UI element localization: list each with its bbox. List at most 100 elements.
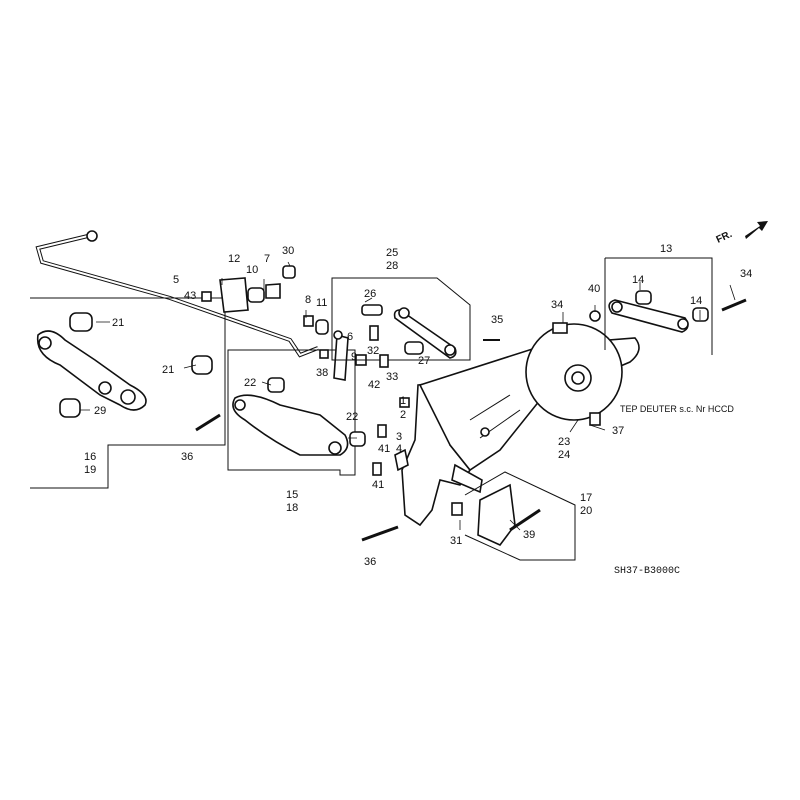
callout-14-left: 14 — [632, 274, 644, 286]
upper-arm — [36, 330, 147, 411]
callout-15: 15 — [286, 489, 298, 501]
callout-27: 27 — [418, 355, 430, 367]
callout-16: 16 — [84, 451, 96, 463]
callout-37: 37 — [612, 425, 624, 437]
callout-33: 33 — [386, 371, 398, 383]
callout-32: 32 — [367, 345, 379, 357]
callout-28: 28 — [386, 260, 398, 272]
callout-31: 31 — [450, 535, 462, 547]
direction-arrow-icon — [745, 221, 768, 239]
bolt-36-left — [195, 413, 221, 432]
callout-22-lower: 22 — [346, 411, 358, 423]
plate-4 — [394, 448, 409, 472]
callout-1: 1 — [400, 395, 406, 407]
bushing-14-left — [635, 290, 652, 305]
nut-30 — [282, 265, 296, 279]
callout-8: 8 — [305, 294, 311, 306]
diagram-code: SH37-B3000C — [614, 566, 680, 577]
spindle — [451, 463, 483, 494]
bolt-1 — [399, 397, 410, 408]
callout-24: 24 — [558, 449, 570, 461]
nut-34-center — [552, 322, 568, 334]
lower-arm — [232, 394, 349, 456]
callout-2: 2 — [400, 409, 406, 421]
compensator-arm-end — [444, 344, 456, 356]
lower-arm-end — [328, 441, 342, 455]
callout-38: 38 — [316, 367, 328, 379]
callout-21-lower: 21 — [162, 364, 174, 376]
nut-38 — [319, 349, 329, 359]
callout-25: 25 — [386, 247, 398, 259]
callout-35: 35 — [491, 314, 503, 326]
upper-link-end-a — [611, 301, 623, 313]
callout-6: 6 — [347, 331, 353, 343]
callout-26: 26 — [364, 288, 376, 300]
link-9 — [333, 333, 349, 381]
bushing-11 — [315, 319, 329, 335]
nut-33 — [379, 354, 389, 368]
callout-29: 29 — [94, 405, 106, 417]
bolt-32 — [369, 325, 379, 341]
upper-link-end-b — [677, 318, 689, 330]
callout-39: 39 — [523, 529, 535, 541]
bolt-43 — [201, 291, 212, 302]
leader-lines — [80, 261, 736, 531]
callout-30: 30 — [282, 245, 294, 257]
callout-18: 18 — [286, 502, 298, 514]
nut-31 — [451, 502, 463, 516]
callout-4: 4 — [396, 443, 402, 455]
compensator-arm-27 — [393, 309, 457, 359]
bolt-41-lower — [372, 462, 382, 476]
stabilizer-bar-end — [86, 230, 98, 242]
stabilizer-bracket-12 — [219, 277, 249, 313]
callout-41-lower: 41 — [372, 479, 384, 491]
watermark-text: TEP DEUTER s.c. Nr HCCD — [620, 404, 734, 414]
upper-arm-end-bushing — [120, 389, 136, 405]
callout-21-upper: 21 — [112, 317, 124, 329]
bushing-21-lower — [191, 355, 213, 375]
callout-36-bottom: 36 — [364, 556, 376, 568]
callout-36-left: 36 — [181, 451, 193, 463]
bracket-17-20 — [464, 471, 576, 561]
bushing-core — [571, 371, 585, 385]
callout-14-right: 14 — [690, 295, 702, 307]
bushing-29 — [59, 398, 81, 418]
bolt-34-right — [721, 298, 747, 312]
link-top — [333, 330, 343, 340]
bracket-16-19 — [30, 297, 226, 489]
bolt-37 — [589, 412, 601, 426]
direction-label: FR. — [715, 229, 734, 246]
upper-arm-hole — [98, 381, 112, 395]
callout-10: 10 — [246, 264, 258, 276]
compensator-arm-bushing — [398, 307, 410, 319]
bracket-25-28 — [331, 277, 471, 361]
clamp-7 — [265, 283, 281, 299]
bushing-21-upper — [69, 312, 93, 332]
callout-17: 17 — [580, 492, 592, 504]
callout-23: 23 — [558, 436, 570, 448]
trailing-arm-hole — [480, 427, 490, 437]
lower-arm-bushing — [234, 399, 246, 411]
bolt-36-bottom — [361, 525, 399, 542]
callout-9: 9 — [351, 351, 357, 363]
bracket-15-18 — [227, 349, 356, 476]
callout-19: 19 — [84, 464, 96, 476]
bushing-27 — [404, 341, 424, 355]
shield-plate — [477, 483, 516, 546]
bolt-26 — [361, 304, 383, 316]
callout-42: 42 — [368, 379, 380, 391]
bushing-22-upper — [267, 377, 285, 393]
bushing-22-lower — [349, 431, 366, 447]
stabilizer-bushing-10 — [247, 287, 265, 303]
callout-11: 11 — [316, 297, 327, 309]
washer-40 — [589, 310, 601, 322]
callout-41-upper: 41 — [378, 443, 390, 455]
callout-13: 13 — [660, 243, 672, 255]
bolt-41-upper — [377, 424, 387, 438]
callout-7: 7 — [264, 253, 270, 265]
callout-20: 20 — [580, 505, 592, 517]
callout-3: 3 — [396, 431, 402, 443]
bushing-14-right — [692, 307, 709, 322]
bracket-13 — [604, 257, 713, 355]
